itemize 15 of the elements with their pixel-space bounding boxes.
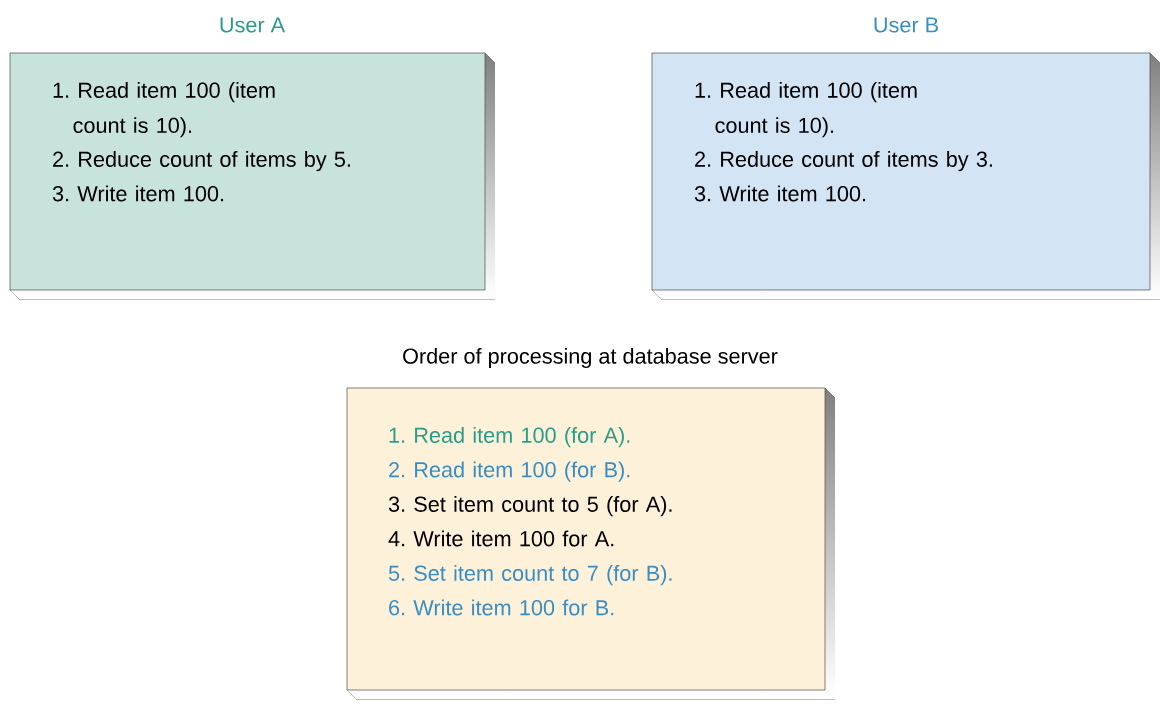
heading: Order of processing at database server (403, 347, 778, 369)
heading: User B (874, 17, 938, 33)
list-item: 5. Set item count to 7 (for B). (388, 565, 672, 586)
list-item: 1. Read item 100 (for A). (389, 427, 630, 448)
list-item: 3. Set item count to 5 (for A). (388, 496, 672, 517)
list-item: 2. Read item 100 (for B). (389, 461, 630, 482)
list-item: 2. Reduce count of items by 3. (695, 151, 992, 172)
list-item: 6. Write item 100 for B. (389, 599, 614, 616)
list-item: 1. Read item 100 (item count is 10). (53, 82, 275, 138)
list-item: 1. Read item 100 (item count is 10). (695, 82, 917, 138)
list-item: 4. Write item 100 for A. (388, 530, 614, 547)
list-item: 3. Write item 100. (52, 185, 224, 202)
list-item: 3. Write item 100. (694, 185, 866, 202)
heading: User A (220, 17, 286, 33)
list-item: 2. Reduce count of items by 5. (53, 151, 350, 172)
